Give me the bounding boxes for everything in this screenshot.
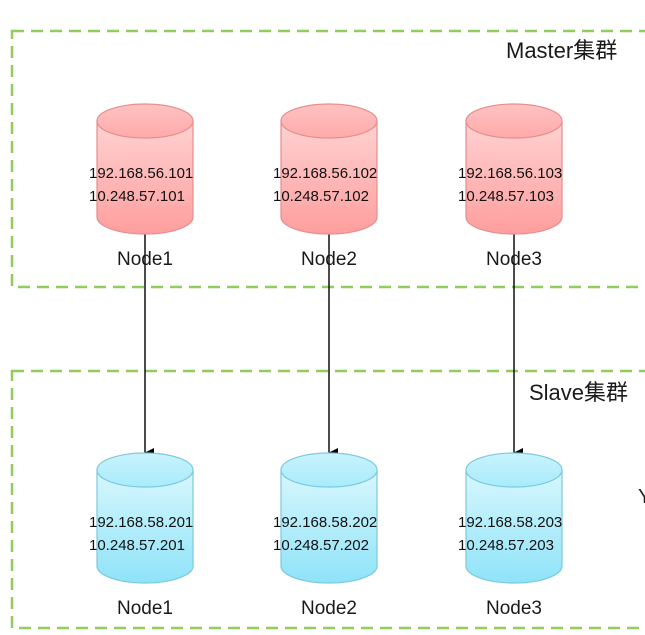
- node-ip-secondary: 10.248.57.101: [89, 188, 185, 205]
- master-cluster-box: [10, 29, 645, 289]
- node-ip-primary: 192.168.58.203: [458, 514, 562, 531]
- database-cylinder-icon: [280, 469, 378, 584]
- database-cylinder-icon: [465, 469, 563, 584]
- cylinder-top: [280, 103, 378, 139]
- cylinder-top: [96, 103, 194, 139]
- master-nodes: 192.168.56.10110.248.57.101Node1192.168.…: [89, 103, 563, 270]
- node-label: Node3: [486, 598, 542, 619]
- node-ip-secondary: 10.248.57.203: [458, 537, 554, 554]
- node-label: Node1: [117, 598, 173, 619]
- slave-nodes: 192.168.58.20110.248.57.201Node1192.168.…: [89, 452, 563, 619]
- node-ip-secondary: 10.248.57.201: [89, 537, 185, 554]
- node-ip-primary: 192.168.56.103: [458, 165, 562, 182]
- database-cylinder-icon: [96, 120, 194, 235]
- cylinder-top: [280, 452, 378, 488]
- cylinder-top: [96, 452, 194, 488]
- replication-arrows: [144, 234, 523, 458]
- slave-cluster-box: [10, 369, 645, 630]
- node-ip-secondary: 10.248.57.102: [273, 188, 369, 205]
- database-cylinder-icon: [280, 120, 378, 235]
- slave-cluster-title: Slave集群: [529, 380, 628, 405]
- node-ip-primary: 192.168.58.201: [89, 514, 193, 531]
- node-ip-secondary: 10.248.57.103: [458, 188, 554, 205]
- node-ip-primary: 192.168.58.202: [273, 514, 377, 531]
- cylinder-top: [465, 103, 563, 139]
- node-ip-secondary: 10.248.57.202: [273, 537, 369, 554]
- database-cylinder-icon: [465, 120, 563, 235]
- cylinder-top: [465, 452, 563, 488]
- node-ip-primary: 192.168.56.101: [89, 165, 193, 182]
- node-label: Node1: [117, 249, 173, 270]
- edge-label: Y: [638, 486, 645, 508]
- database-cylinder-icon: [96, 469, 194, 584]
- node-label: Node2: [301, 598, 357, 619]
- node-label: Node2: [301, 249, 357, 270]
- node-ip-primary: 192.168.56.102: [273, 165, 377, 182]
- node-label: Node3: [486, 249, 542, 270]
- master-cluster-title: Master集群: [506, 38, 617, 63]
